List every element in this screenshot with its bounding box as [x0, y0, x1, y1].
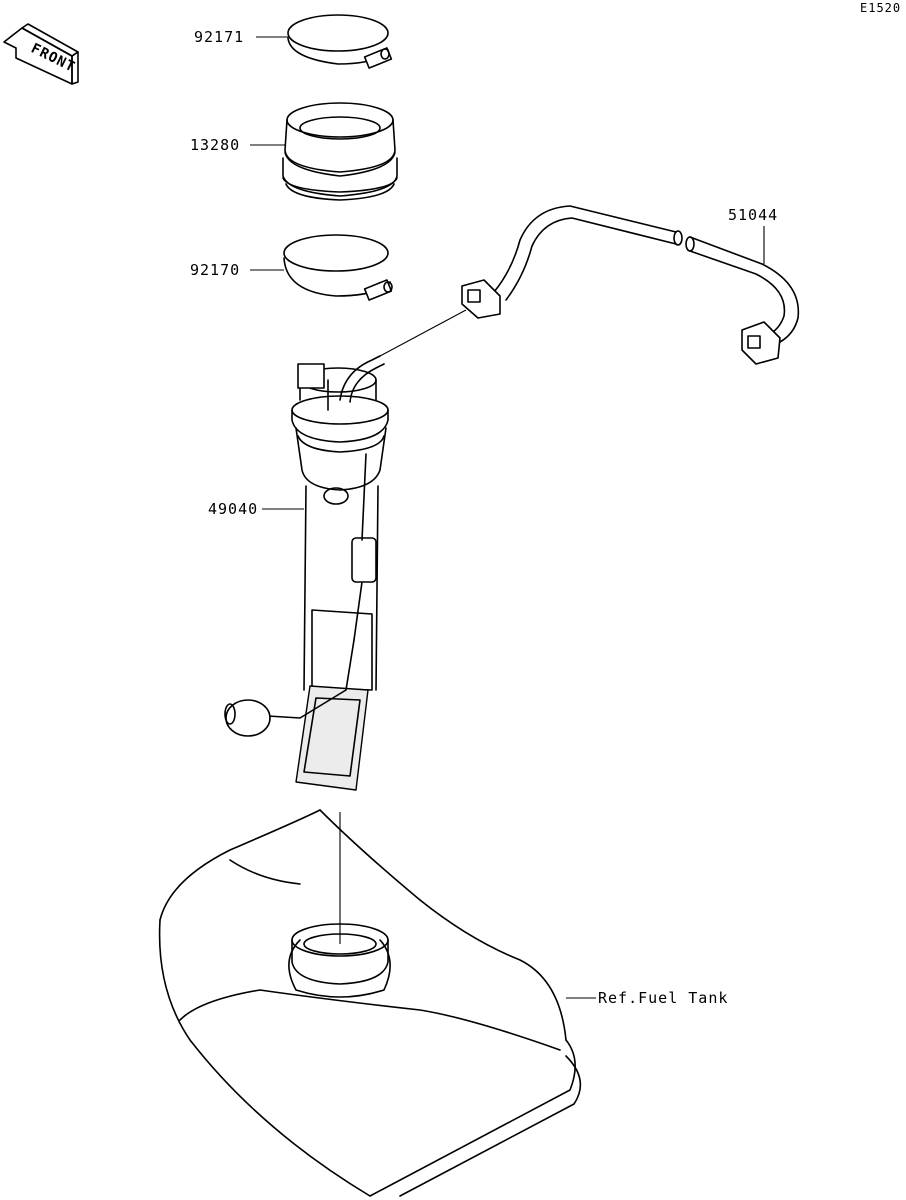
band-lower-drawing — [250, 234, 393, 301]
front-arrow-icon: FRONT — [3, 23, 79, 85]
diagram-code: E1520 — [860, 1, 902, 15]
hose-harness-drawing — [379, 205, 800, 365]
part-number-92171[interactable]: 92171 — [194, 28, 245, 46]
part-number-92170[interactable]: 92170 — [190, 261, 241, 279]
part-number-49040[interactable]: 49040 — [208, 500, 259, 518]
part-number-51044[interactable]: 51044 — [728, 206, 779, 224]
band-top-drawing — [256, 14, 393, 69]
fuel-tank-drawing — [158, 809, 596, 1197]
seal-drawing — [250, 102, 398, 201]
part-number-13280[interactable]: 13280 — [190, 136, 241, 154]
fuel-pump-drawing — [224, 355, 389, 791]
reference-label-fuel-tank[interactable]: Ref.Fuel Tank — [598, 989, 729, 1007]
